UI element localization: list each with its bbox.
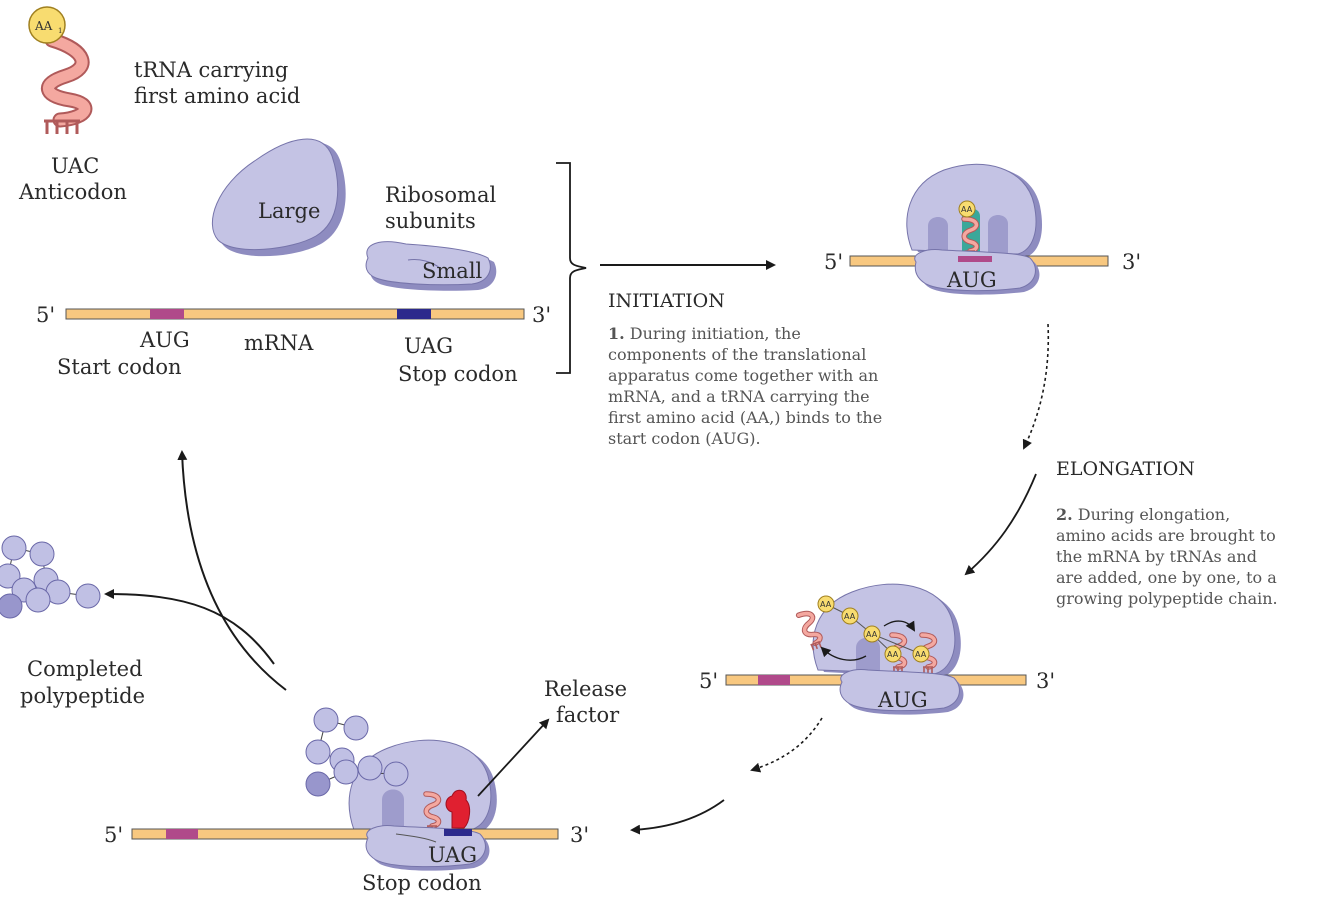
initiation-5prime: 5' [824, 250, 843, 274]
termination-uag-label: UAG [428, 843, 477, 867]
elongation-desc-4: are added, one by one, to a [1056, 568, 1277, 587]
cycle-arrow-up [177, 450, 287, 691]
large-label: Large [258, 199, 320, 223]
trna-label-2: first amino acid [134, 84, 300, 108]
trna-label-1: tRNA carrying [134, 58, 288, 82]
elongation-3prime: 3' [1036, 669, 1055, 693]
start-codon-label: Start codon [57, 355, 182, 379]
aa1-sub: 1 [58, 27, 62, 35]
elongation-desc-3: the mRNA by tRNAs and [1056, 547, 1257, 566]
initiation-desc-3: apparatus come together with an [608, 366, 878, 385]
bracket [556, 162, 587, 374]
elongation-title: ELONGATION [1056, 458, 1195, 480]
initiation-3prime: 3' [1122, 250, 1141, 274]
dotted-arrow-2 [750, 717, 823, 773]
polypeptide-near-ribosome [305, 707, 409, 797]
initiation-desc-6: start codon (AUG). [608, 429, 761, 448]
svg-text:AA: AA [915, 650, 927, 659]
elongation-5prime: 5' [699, 669, 718, 693]
mrna-top-5prime: 5' [36, 303, 55, 327]
completed-polypeptide [0, 535, 101, 619]
initiation-desc-1: 1. During initiation, the [608, 324, 801, 343]
svg-text:AA: AA [820, 600, 832, 609]
termination-5prime: 5' [104, 823, 123, 847]
initiation-desc-2: components of the translational [608, 345, 866, 364]
dotted-arrow-1 [1022, 323, 1050, 450]
stop-codon-label: Stop codon [398, 362, 518, 386]
termination-stop-codon-label: Stop codon [362, 871, 482, 895]
initiation-title: INITIATION [608, 290, 725, 312]
completed-label-2: polypeptide [20, 684, 145, 708]
completed-polypeptide-arrow [104, 589, 275, 665]
aa1-label: AA [34, 19, 53, 33]
elongation-desc-5: growing polypeptide chain. [1056, 589, 1278, 608]
svg-text:AA: AA [844, 612, 856, 621]
small-label: Small [422, 259, 483, 283]
termination-complex: UAG [131, 739, 559, 871]
release-factor-arrow [477, 718, 550, 797]
mrna-top [65, 308, 525, 320]
initiation-aug-label: AUG [946, 268, 997, 292]
release-label-1: Release [544, 677, 627, 701]
mrna-label: mRNA [244, 331, 314, 355]
small-subunit: Small [365, 241, 497, 291]
elongation-arrow [964, 473, 1037, 576]
initiation-complex: AA AUG [849, 163, 1109, 295]
elongation-desc-2: amino acids are brought to [1056, 526, 1276, 545]
initiator-trna [41, 32, 93, 134]
initiation-desc-4: mRNA, and a tRNA carrying the [608, 387, 870, 406]
release-factor-shape [445, 789, 471, 829]
svg-text:AA: AA [866, 630, 878, 639]
initiation-desc-5: first amino acid (AA,) binds to the [608, 408, 882, 427]
elongation-aug-label: AUG [877, 688, 928, 712]
release-label-2: factor [556, 703, 620, 727]
termination-3prime: 3' [570, 823, 589, 847]
uag-label: UAG [404, 334, 453, 358]
amino-acid-aa1: AA 1 [28, 6, 66, 44]
termination-arrow [630, 799, 725, 835]
completed-label-1: Completed [27, 657, 143, 681]
anticodon-label-2: Anticodon [18, 180, 127, 204]
anticodon-label-1: UAC [51, 154, 99, 178]
ribosomal-label-2: subunits [385, 209, 476, 233]
ribosomal-label-1: Ribosomal [385, 183, 496, 207]
elongation-complex: AUG AA AA AA AA AA [725, 583, 1027, 715]
elongation-desc-1: 2. During elongation, [1056, 505, 1230, 524]
large-subunit: Large [211, 138, 346, 257]
mrna-top-3prime: 3' [532, 303, 551, 327]
svg-text:AA: AA [961, 205, 973, 214]
svg-text:AA: AA [887, 650, 899, 659]
aug-label: AUG [139, 328, 190, 352]
